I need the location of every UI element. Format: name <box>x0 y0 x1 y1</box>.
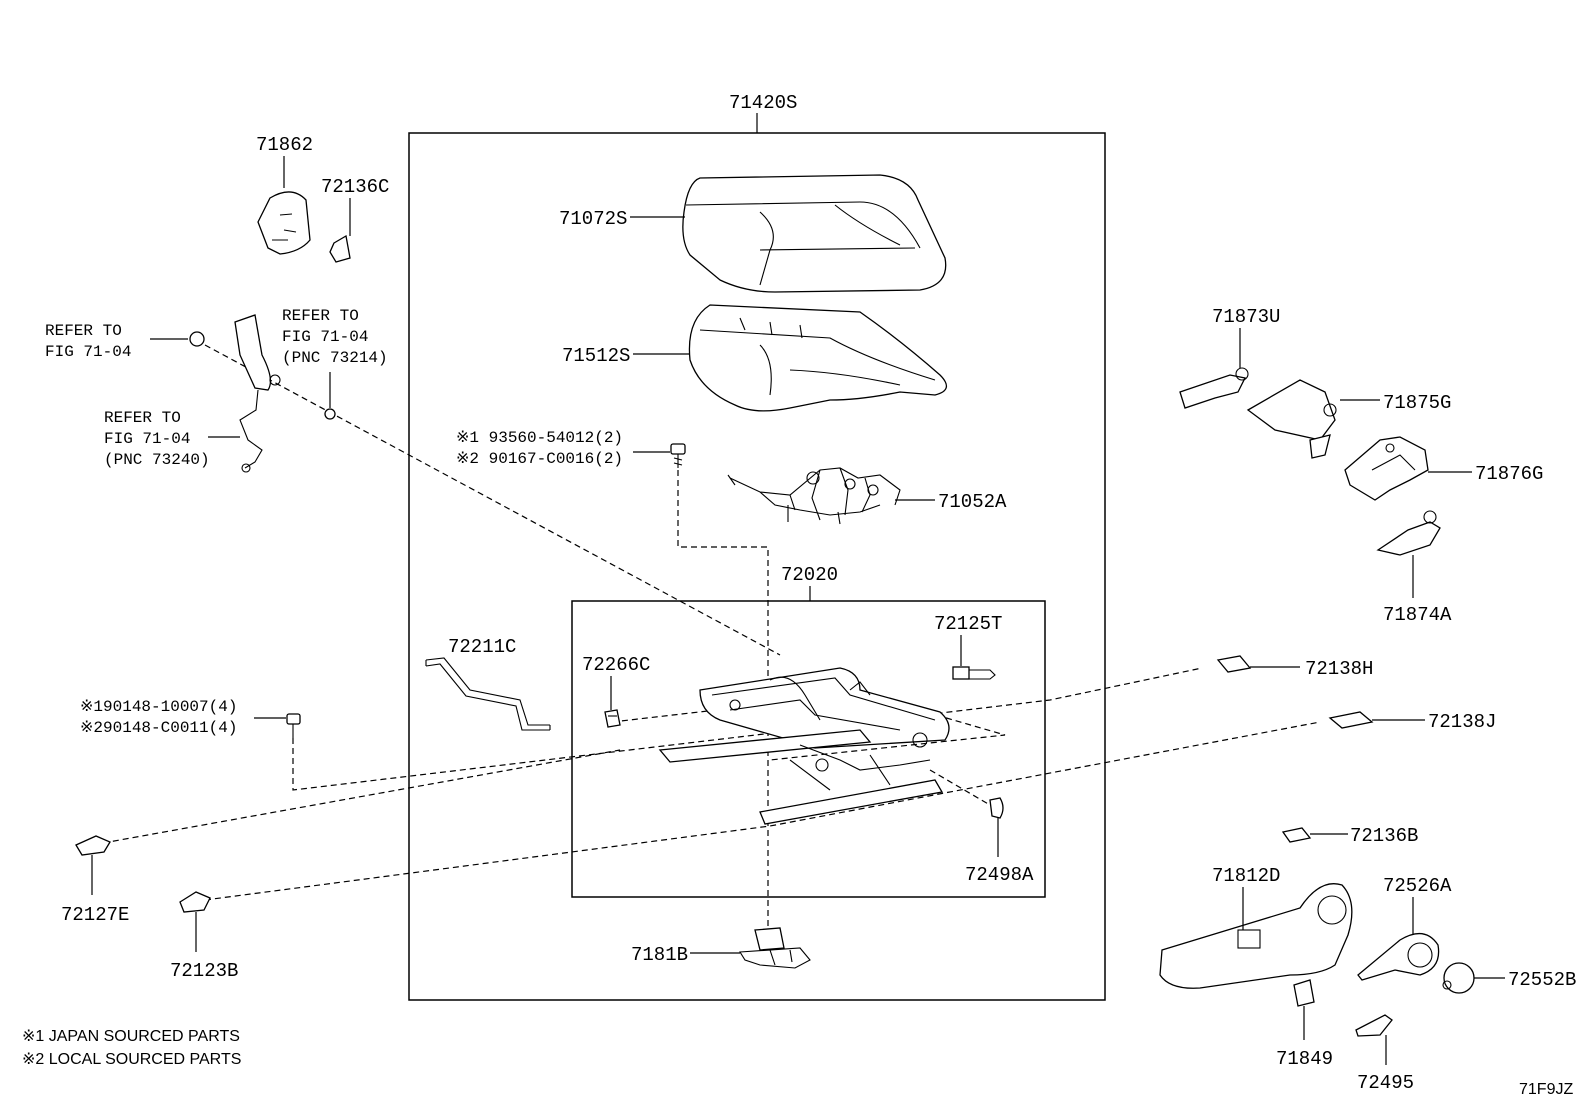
label-71862[interactable]: 71862 <box>256 134 313 156</box>
label-71875G[interactable]: 71875G <box>1383 392 1451 414</box>
part-72498A-shape <box>989 797 1004 819</box>
part-72123B-shape <box>179 891 211 913</box>
ref-right-line3[interactable]: (PNC 73214) <box>282 349 388 367</box>
label-71876G[interactable]: 71876G <box>1475 463 1543 485</box>
part-72495-shape <box>1355 1014 1393 1037</box>
label-71812D[interactable]: 71812D <box>1212 865 1280 887</box>
label-72123B[interactable]: 72123B <box>170 960 238 982</box>
seat-adjuster-shape <box>658 667 950 825</box>
bolt-left-shape <box>286 713 301 738</box>
part-71875G-shape <box>1246 379 1337 459</box>
seat-cushion-cover-shape <box>682 174 947 293</box>
label-71873U[interactable]: 71873U <box>1212 306 1280 328</box>
seat-cushion-pad-shape <box>688 304 947 412</box>
part-72138J-shape <box>1328 711 1374 729</box>
part-7181B-shape <box>739 927 811 969</box>
label-71849[interactable]: 71849 <box>1276 1048 1333 1070</box>
label-72136C[interactable]: 72136C <box>321 176 389 198</box>
spring-assy-shape <box>727 467 901 525</box>
label-7181B[interactable]: 7181B <box>631 944 688 966</box>
part-72125T-shape <box>952 666 996 680</box>
label-72498A[interactable]: 72498A <box>965 864 1034 886</box>
bolt-left-2[interactable]: ※290148-C0011(4) <box>80 719 237 737</box>
label-72020[interactable]: 72020 <box>781 564 838 586</box>
label-72138H[interactable]: 72138H <box>1305 658 1373 680</box>
label-72127E[interactable]: 72127E <box>61 904 129 926</box>
ref-mid-line2[interactable]: FIG 71-04 <box>104 430 190 448</box>
label-72136B[interactable]: 72136B <box>1350 825 1418 847</box>
figure-code: 71F9JZ <box>1519 1081 1573 1098</box>
ref-left-line2[interactable]: FIG 71-04 <box>45 343 131 361</box>
part-72136B-shape <box>1281 827 1312 843</box>
label-72138J[interactable]: 72138J <box>1428 711 1496 733</box>
label-71512S[interactable]: 71512S <box>562 345 630 367</box>
label-71072S[interactable]: 71072S <box>559 208 627 230</box>
note-japan-sourced: ※1 JAPAN SOURCED PARTS <box>22 1028 240 1045</box>
part-72211C-shape <box>425 657 551 731</box>
ref-left-line1[interactable]: REFER TO <box>45 322 122 340</box>
label-71052A[interactable]: 71052A <box>938 491 1007 513</box>
part-72526A-shape <box>1357 933 1440 981</box>
part-72136C-shape <box>329 234 351 263</box>
part-72138H-shape <box>1216 655 1252 673</box>
ref-mid-line1[interactable]: REFER TO <box>104 409 181 427</box>
ref-right-line1[interactable]: REFER TO <box>282 307 359 325</box>
part-72552B-shape <box>1442 962 1475 994</box>
label-72495[interactable]: 72495 <box>1357 1072 1414 1094</box>
ref-right-line2[interactable]: FIG 71-04 <box>282 328 368 346</box>
label-72211C[interactable]: 72211C <box>448 636 516 658</box>
label-72125T[interactable]: 72125T <box>934 613 1002 635</box>
belt-buckle-shape <box>189 314 336 473</box>
note-local-sourced: ※2 LOCAL SOURCED PARTS <box>22 1051 241 1068</box>
label-72552B[interactable]: 72552B <box>1508 969 1576 991</box>
label-71874A[interactable]: 71874A <box>1383 604 1452 626</box>
part-71812D-shape <box>1159 883 1353 989</box>
part-72127E-shape <box>75 835 111 856</box>
bolt-top-2[interactable]: ※2 90167-C0016(2) <box>456 450 623 468</box>
dashed-connections <box>102 344 1321 945</box>
part-71876G-shape <box>1344 436 1429 501</box>
bolt-left-1[interactable]: ※190148-10007(4) <box>80 698 237 716</box>
ref-mid-line3[interactable]: (PNC 73240) <box>104 451 210 469</box>
label-72526A[interactable]: 72526A <box>1383 875 1452 897</box>
adjuster-frame <box>571 600 1046 898</box>
bolt-top-1[interactable]: ※1 93560-54012(2) <box>456 429 623 447</box>
part-72266C-shape <box>604 709 621 728</box>
label-71420S[interactable]: 71420S <box>729 92 797 114</box>
part-71862-shape <box>257 191 311 255</box>
part-71874A-shape <box>1376 510 1441 556</box>
part-71849-shape <box>1293 979 1315 1007</box>
bolt-top-shape <box>670 443 686 468</box>
part-71873U-shape <box>1179 367 1249 409</box>
label-72266C[interactable]: 72266C <box>582 654 650 676</box>
